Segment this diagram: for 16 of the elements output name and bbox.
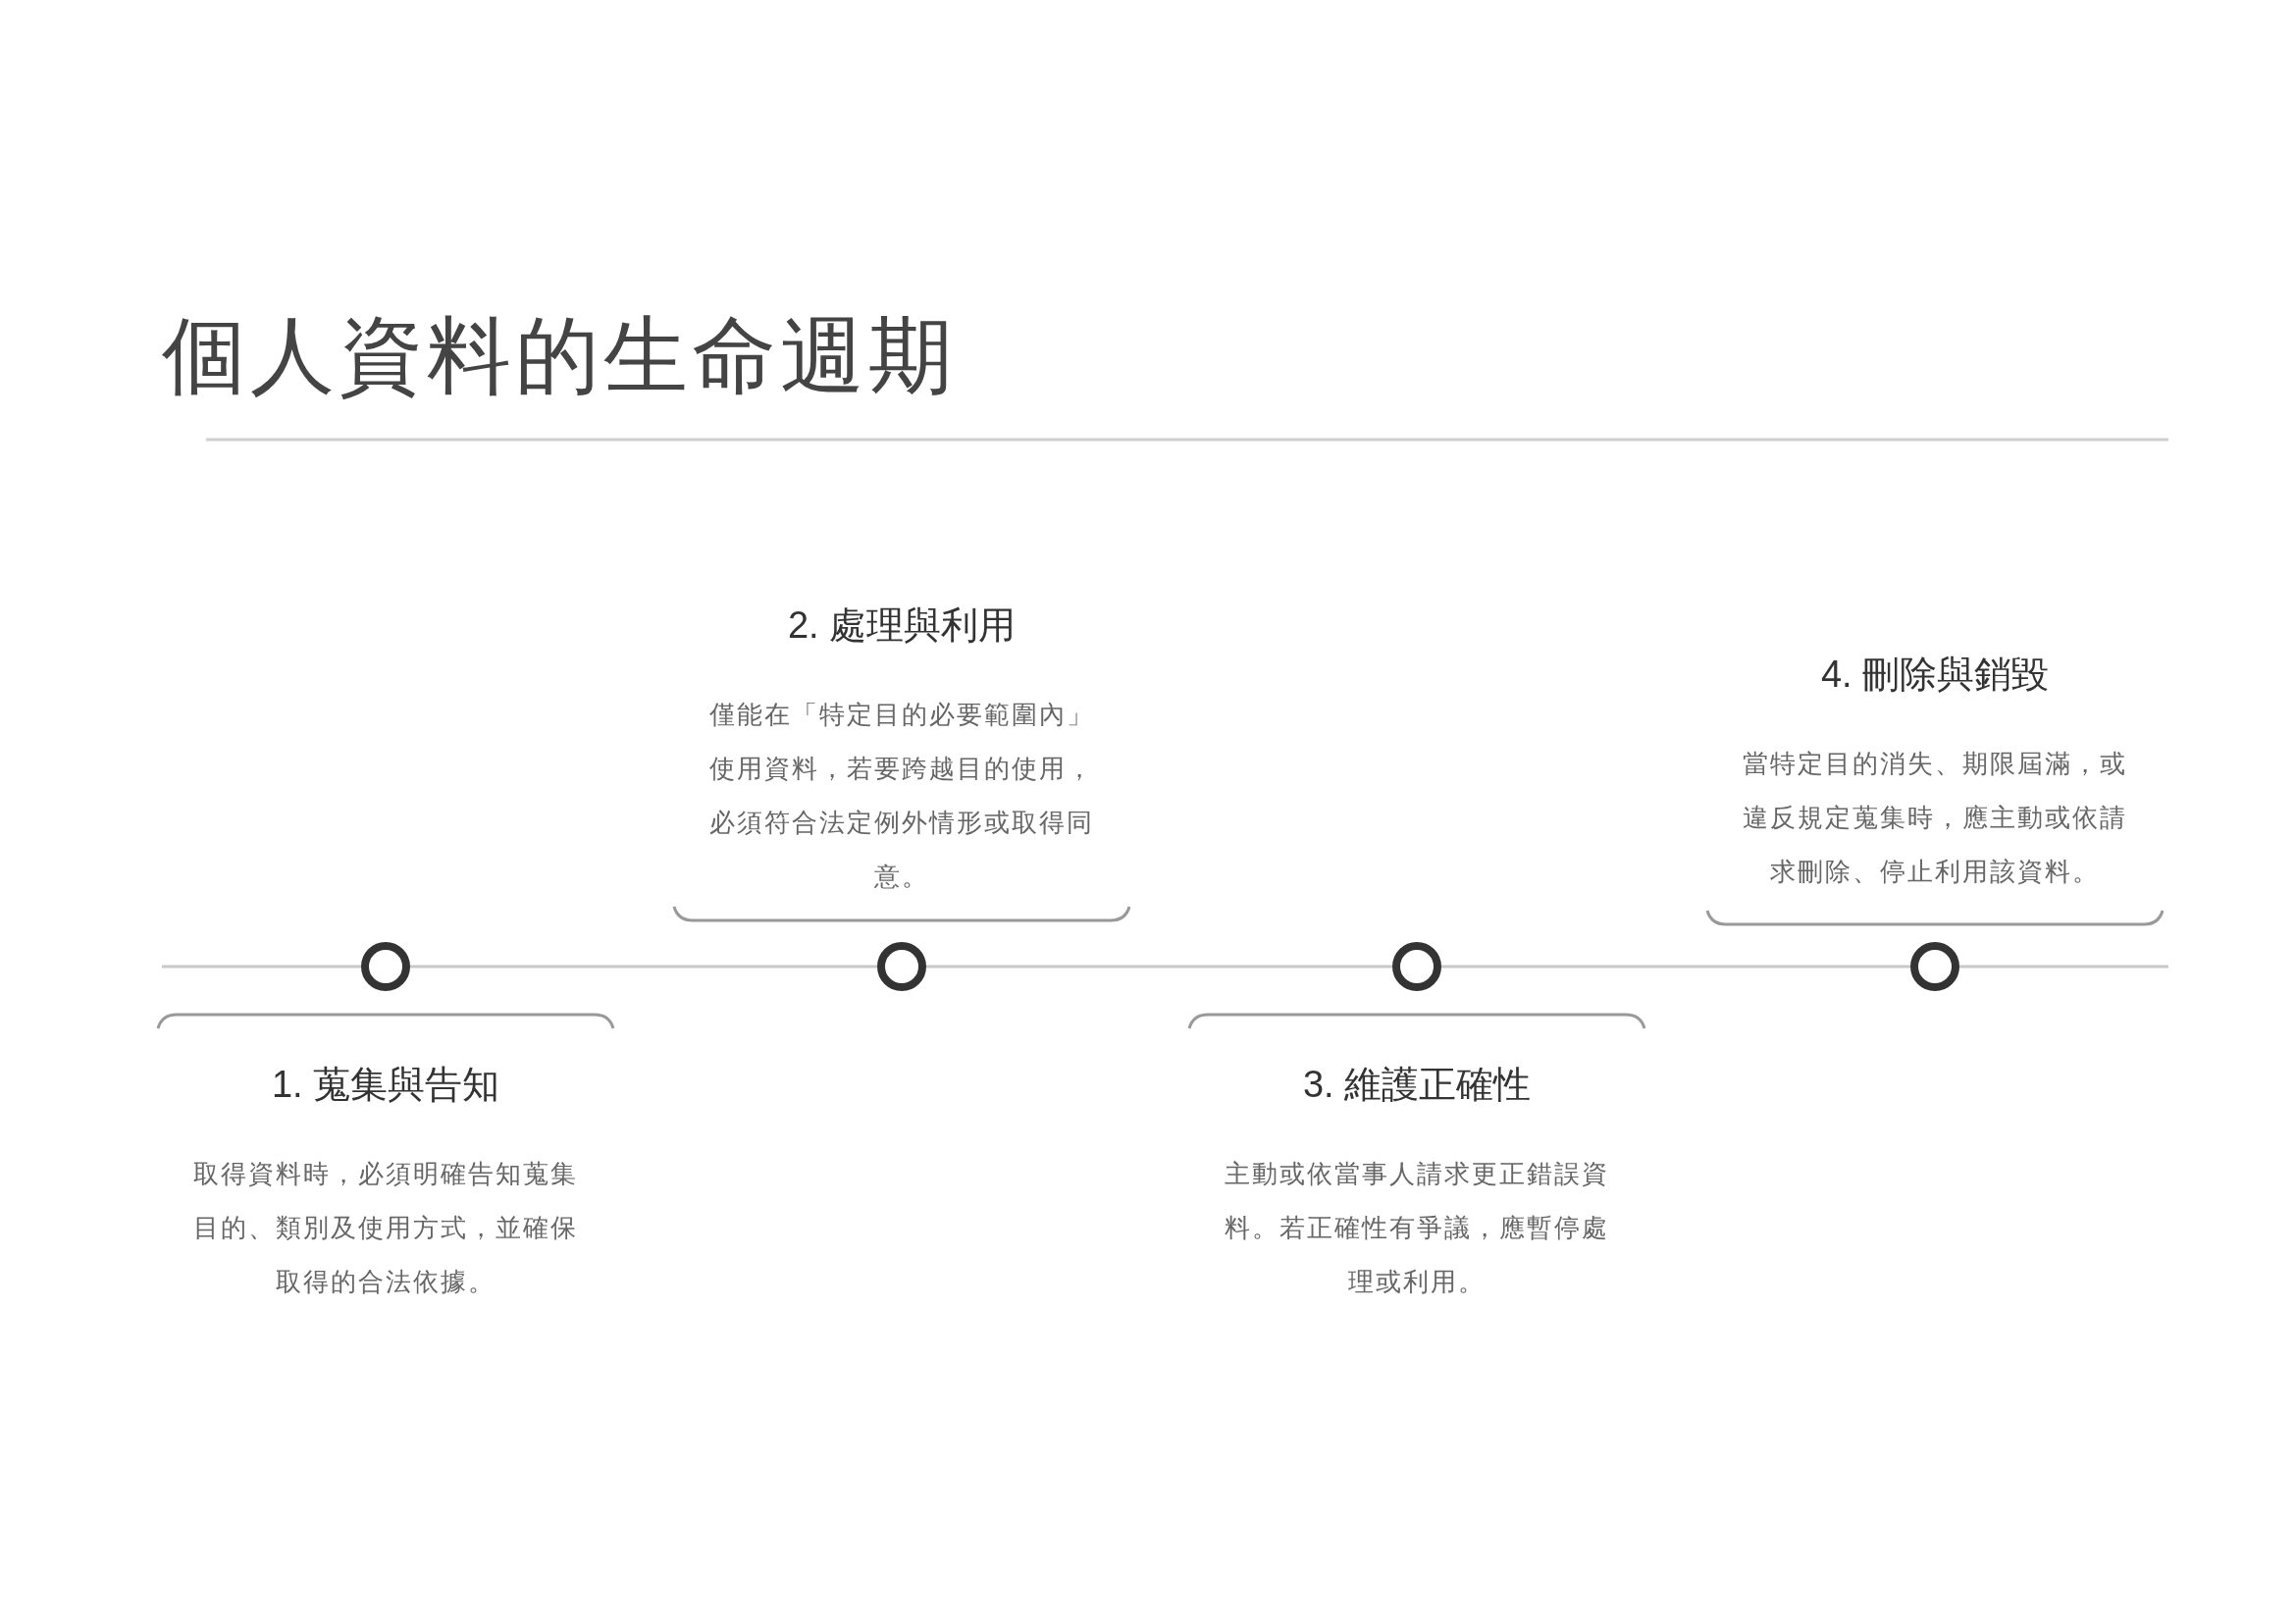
timeline-marker — [877, 942, 926, 991]
step-description: 當特定目的消失、期限屆滿，或違反規定蒐集時，應主動或依請求刪除、停止利用該資料。 — [1742, 748, 2128, 888]
timeline-line — [926, 965, 1392, 969]
step-description: 取得資料時，必須明確告知蒐集目的、類別及使用方式，並確保取得的合法依據。 — [192, 1158, 579, 1298]
step-heading: 4. 刪除與銷毀 — [1819, 653, 2051, 697]
timeline-line — [410, 965, 877, 969]
page-title: 個人資料的生命週期 — [162, 307, 957, 404]
timeline-line — [1441, 965, 1910, 969]
step-description: 僅能在「特定目的必要範圍內」使用資料，若要跨越目的使用，必須符合法定例外情形或取得同意。 — [708, 699, 1095, 893]
step-heading: 1. 蒐集與告知 — [270, 1063, 501, 1107]
step-heading: 2. 處理與利用 — [786, 603, 1018, 648]
step-description: 主動或依當事人請求更正錯誤資料。若正確性有爭議，應暫停處理或利用。 — [1224, 1158, 1610, 1298]
timeline-marker — [361, 942, 410, 991]
timeline-marker — [1910, 942, 1959, 991]
timeline-marker — [1392, 942, 1441, 991]
step-heading: 3. 維護正確性 — [1301, 1063, 1533, 1107]
